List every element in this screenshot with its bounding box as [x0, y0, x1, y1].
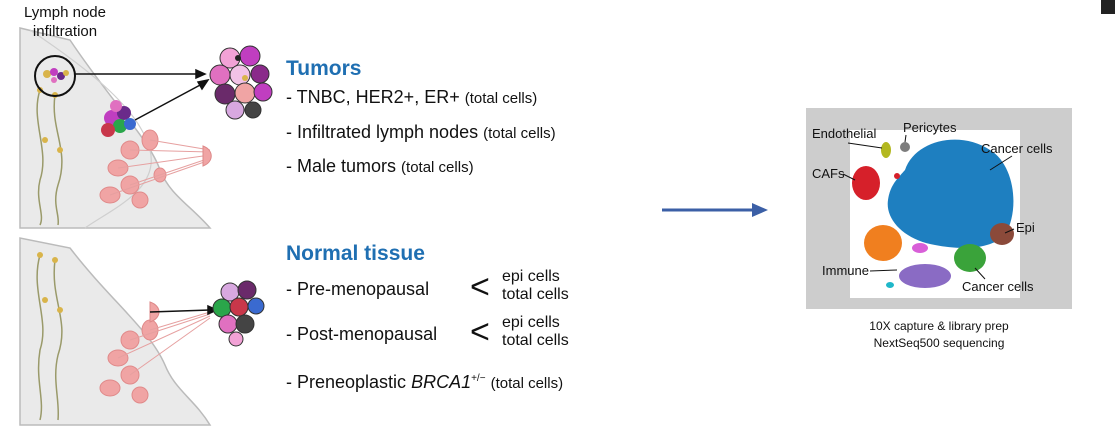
label-epi: Epi: [1016, 220, 1035, 235]
lymph-node-label-line2: infiltration: [32, 23, 98, 40]
cluster-endothelial: [881, 142, 891, 158]
cluster-pericytes: [900, 142, 910, 152]
cluster-immune: [864, 225, 902, 261]
label-cancer-cells-top: Cancer cells: [981, 141, 1053, 156]
breast-illustration-normal: [19, 237, 212, 426]
caption-line1: 10X capture & library prep: [869, 319, 1009, 333]
cluster-cancer: [887, 139, 1014, 248]
bracket-postmenopausal: <: [470, 313, 490, 351]
normal-cell-cluster: [212, 280, 265, 347]
cluster-cyan: [886, 282, 894, 288]
tumor-item-3: - Male tumors (total cells): [286, 156, 474, 176]
normal-tissue-heading: Normal tissue: [286, 242, 425, 265]
process-arrow: [662, 203, 768, 217]
cluster-cafs: [852, 166, 880, 200]
corner-mark: [1101, 0, 1115, 14]
premenopausal-subtypes: epi cells total cells: [502, 268, 569, 303]
cluster-purple: [899, 264, 951, 288]
caption-line2: NextSeq500 sequencing: [873, 336, 1005, 350]
tumor-cell-cluster: [209, 45, 273, 120]
bracket-premenopausal: <: [470, 268, 490, 306]
tsne-clusters: [852, 139, 1014, 288]
label-immune: Immune: [822, 263, 869, 278]
tumor-arrows: [75, 68, 210, 121]
tumor-item-2: - Infiltrated lymph nodes (total cells): [286, 122, 556, 142]
tumors-heading: Tumors: [286, 57, 362, 80]
label-cancer-cells-bottom: Cancer cells: [962, 279, 1034, 294]
brca1-gene: BRCA1: [411, 372, 472, 392]
cluster-epi: [990, 223, 1014, 245]
lymph-node-label-line1: Lymph node: [23, 4, 106, 21]
normal-item-premenopausal: - Pre-menopausal: [286, 279, 430, 299]
cluster-pink: [912, 243, 928, 253]
sequencing-caption: 10X capture & library prep NextSeq500 se…: [789, 318, 1089, 352]
tsne-leader-lines: [842, 134, 1015, 280]
normal-item-postmenopausal: - Post-menopausal: [286, 324, 438, 344]
normal-item-brca1: - Preneoplastic BRCA1+/− (total cells): [286, 372, 564, 392]
postmenopausal-subtypes: epi cells total cells: [502, 314, 569, 349]
cluster-green: [954, 244, 986, 272]
tumor-item-1: - TNBC, HER2+, ER+ (total cells): [286, 87, 538, 107]
lymph-node-label: Lymph node infiltration: [10, 3, 120, 41]
label-cafs: CAFs: [812, 166, 845, 181]
label-endothelial: Endothelial: [812, 126, 877, 141]
breast-illustration-tumor: [19, 27, 212, 229]
label-pericytes: Pericytes: [903, 120, 957, 135]
